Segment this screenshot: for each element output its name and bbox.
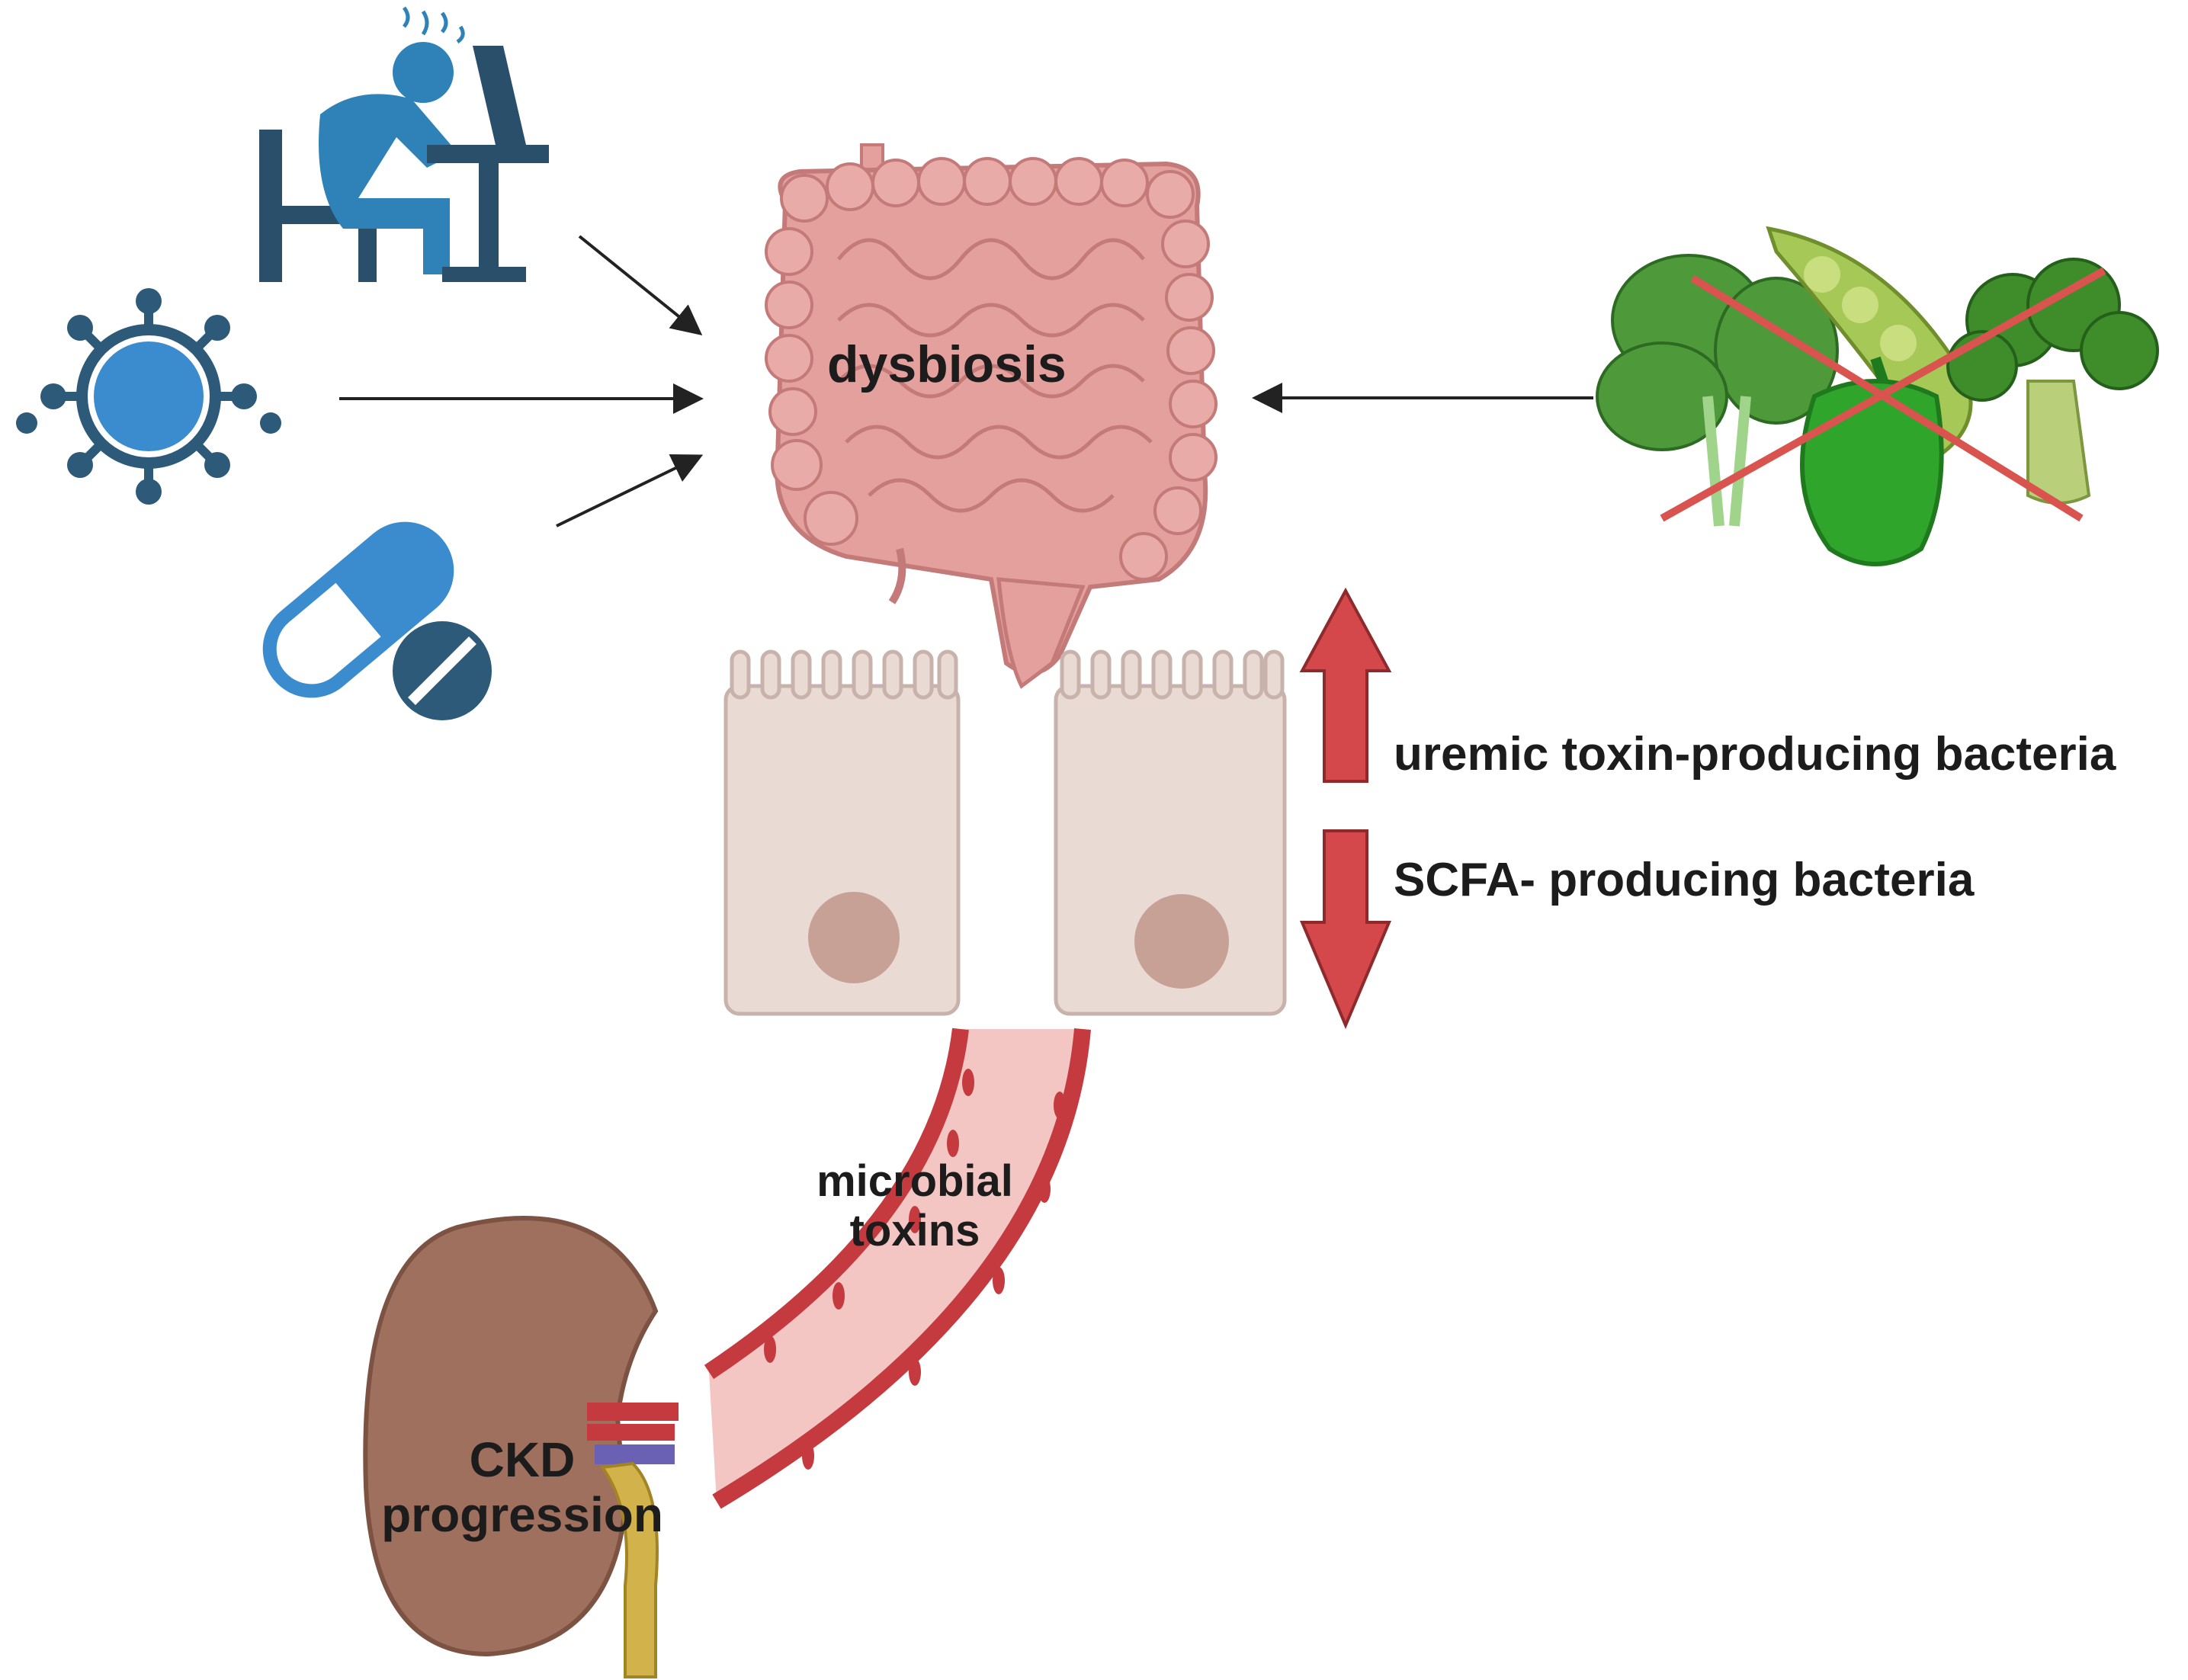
epithelial-cell-left xyxy=(723,649,961,1016)
kidney-icon xyxy=(363,1216,679,1678)
vegetables-icon xyxy=(1596,226,2159,566)
arrow-drugs xyxy=(556,454,704,527)
colon-icon xyxy=(765,143,1218,689)
decrease-arrow xyxy=(1299,829,1392,1030)
cross-line-2 xyxy=(1660,267,2106,522)
scfa-bacteria-label: SCFA- producing bacteria xyxy=(1394,854,1975,906)
nucleus xyxy=(808,892,900,983)
blood-vessel xyxy=(704,1028,1091,1509)
dysbiosis-label: dysbiosis xyxy=(827,335,1067,393)
pill-capsule-icon xyxy=(262,521,492,720)
microbial-toxins-label: microbial toxins xyxy=(800,1156,1029,1256)
ckd-line2: progression xyxy=(381,1486,663,1542)
stressed-person-icon xyxy=(259,6,549,282)
ckd-line1: CKD xyxy=(469,1432,576,1487)
virus-icon xyxy=(16,288,281,505)
microbial-toxins-line1: microbial xyxy=(816,1156,1013,1206)
input-arrows xyxy=(339,235,1593,527)
increase-arrow xyxy=(1299,587,1392,783)
cross-line-1 xyxy=(1690,274,2084,522)
nucleus xyxy=(1134,894,1229,989)
ckd-progression-label: CKD progression xyxy=(358,1432,686,1542)
uremic-bacteria-label: uremic toxin-producing bacteria xyxy=(1394,728,2116,781)
epithelial-cell-right xyxy=(1054,649,1287,1016)
microbial-toxins-line2: toxins xyxy=(849,1205,980,1255)
arrow-stress xyxy=(578,235,703,336)
